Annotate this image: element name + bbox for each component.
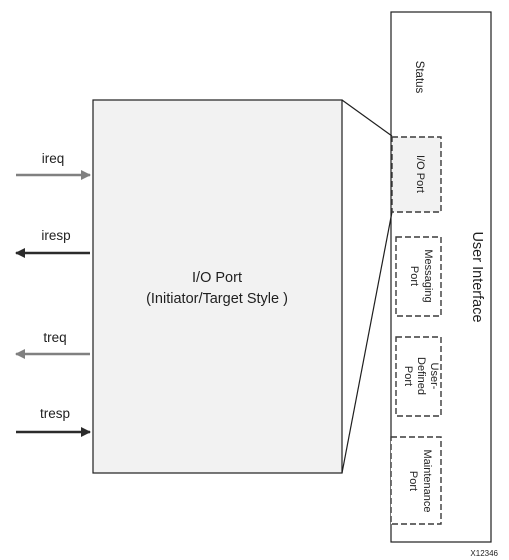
port-label-user-defined-line2: Defined xyxy=(415,357,427,395)
port-label-user-defined-line3: Port xyxy=(402,366,414,386)
iresp-label: iresp xyxy=(41,228,70,243)
port-label-messaging-line1: Messaging xyxy=(422,249,434,302)
figure-id-label: X12346 xyxy=(470,549,498,558)
status-label: Status xyxy=(413,61,425,94)
port-label-maintenance-line1: Maintenance xyxy=(421,450,433,513)
port-label-messaging-line2: Port xyxy=(408,266,420,286)
port-label-maintenance-line2: Port xyxy=(407,471,419,491)
ireq-label: ireq xyxy=(42,151,65,166)
connector-top-line xyxy=(341,99,393,137)
io-port-block-subtitle: (Initiator/Target Style ) xyxy=(146,291,288,307)
tresp-label: tresp xyxy=(40,406,70,421)
io-port-block-title: I/O Port xyxy=(192,270,242,286)
port-box-maintenance xyxy=(390,436,442,525)
port-box-user-defined xyxy=(395,336,442,417)
port-label-io: I/O Port xyxy=(414,155,426,193)
port-label-user-defined-line1: User- xyxy=(428,363,440,390)
port-box-io xyxy=(391,136,442,213)
io-port-block xyxy=(92,99,343,474)
user-interface-title: User Interface xyxy=(469,231,485,322)
connector-bottom-line xyxy=(341,211,393,474)
port-box-messaging xyxy=(395,236,442,317)
treq-label: treq xyxy=(43,330,66,345)
